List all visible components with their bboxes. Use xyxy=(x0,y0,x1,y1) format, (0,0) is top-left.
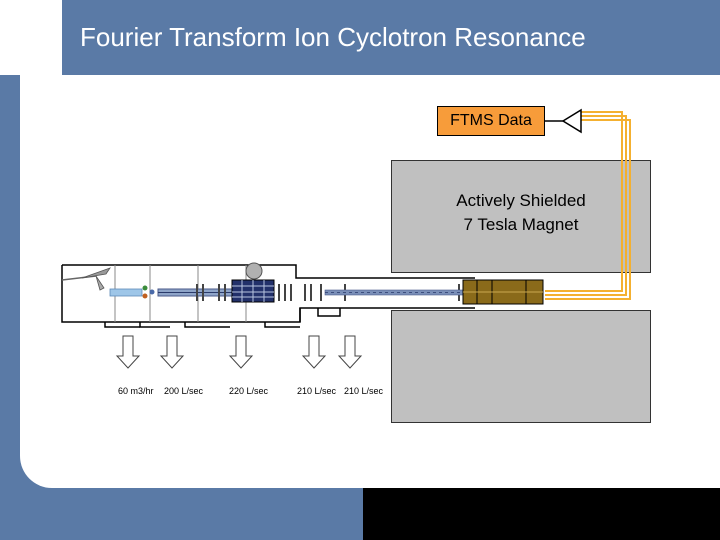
slide-title: Fourier Transform Ion Cyclotron Resonanc… xyxy=(80,22,586,52)
magnet-label: Actively Shielded 7 Tesla Magnet xyxy=(392,189,650,237)
ftms-data-box: FTMS Data xyxy=(437,106,545,136)
pump-arrow-1 xyxy=(115,335,141,369)
magnet-label-line2: 7 Tesla Magnet xyxy=(463,215,579,234)
magnet-lower xyxy=(391,310,651,423)
header-bar xyxy=(0,0,720,75)
electrospray-source-icon xyxy=(61,267,112,291)
pump-label-2: 200 L/sec xyxy=(164,386,204,396)
magnet-upper: Actively Shielded 7 Tesla Magnet xyxy=(391,160,651,273)
signal-wires xyxy=(545,111,631,300)
header-corner xyxy=(0,0,62,75)
magnet-label-line1: Actively Shielded xyxy=(456,191,586,210)
ion-capillary xyxy=(109,285,155,299)
vacuum-chamber xyxy=(61,264,475,323)
pump-label-3: 220 L/sec xyxy=(229,386,269,396)
pump-label-1: 60 m3/hr xyxy=(118,386,154,396)
lens-plates xyxy=(196,284,460,301)
pump-arrow-2 xyxy=(159,335,185,369)
icr-cell xyxy=(462,279,544,305)
preamp-triangle xyxy=(545,108,582,134)
pump-connectors xyxy=(104,308,341,328)
transfer-optics xyxy=(324,289,466,296)
pump-arrow-4 xyxy=(301,335,327,369)
pump-arrow-5 xyxy=(337,335,363,369)
pump-label-5: 210 L/sec xyxy=(344,386,384,396)
pump-arrow-3 xyxy=(228,335,254,369)
pump-label-4: 210 L/sec xyxy=(297,386,337,396)
footer-block xyxy=(363,488,720,540)
accumulation-hexapole xyxy=(231,262,275,303)
